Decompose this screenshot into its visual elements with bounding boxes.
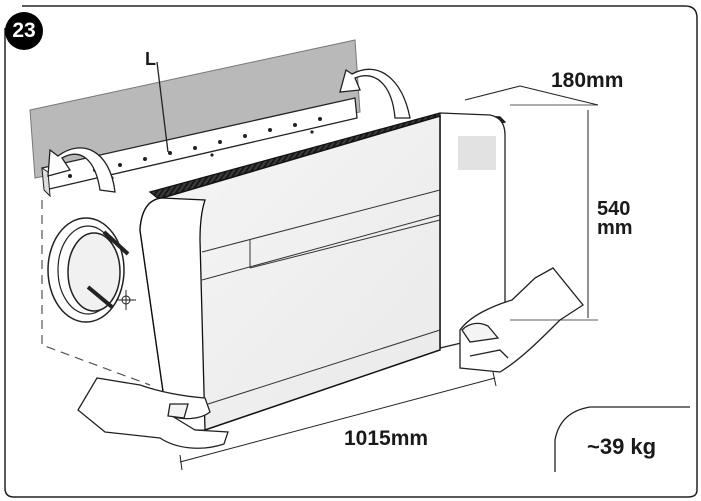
wall-outline	[41, 200, 151, 386]
height-dimension-unit: mm	[597, 217, 633, 239]
width-dimension: 1015mm	[344, 427, 429, 450]
rotation-arrows	[47, 68, 411, 193]
unit-panel-lines	[201, 189, 441, 406]
wall-strip	[29, 39, 361, 179]
wall-pipe-hole	[47, 217, 136, 323]
height-dimension-value: 540	[597, 198, 631, 220]
weight-box	[554, 406, 690, 472]
depth-dimension: 180mm	[551, 69, 624, 92]
left-hand	[77, 377, 229, 449]
dimension-lines	[179, 85, 599, 471]
figure-frame	[4, 5, 698, 498]
figure-number-badge: 23	[5, 12, 43, 50]
bracket-label: L	[145, 49, 156, 69]
weight-label: ~39 kg	[587, 434, 657, 459]
